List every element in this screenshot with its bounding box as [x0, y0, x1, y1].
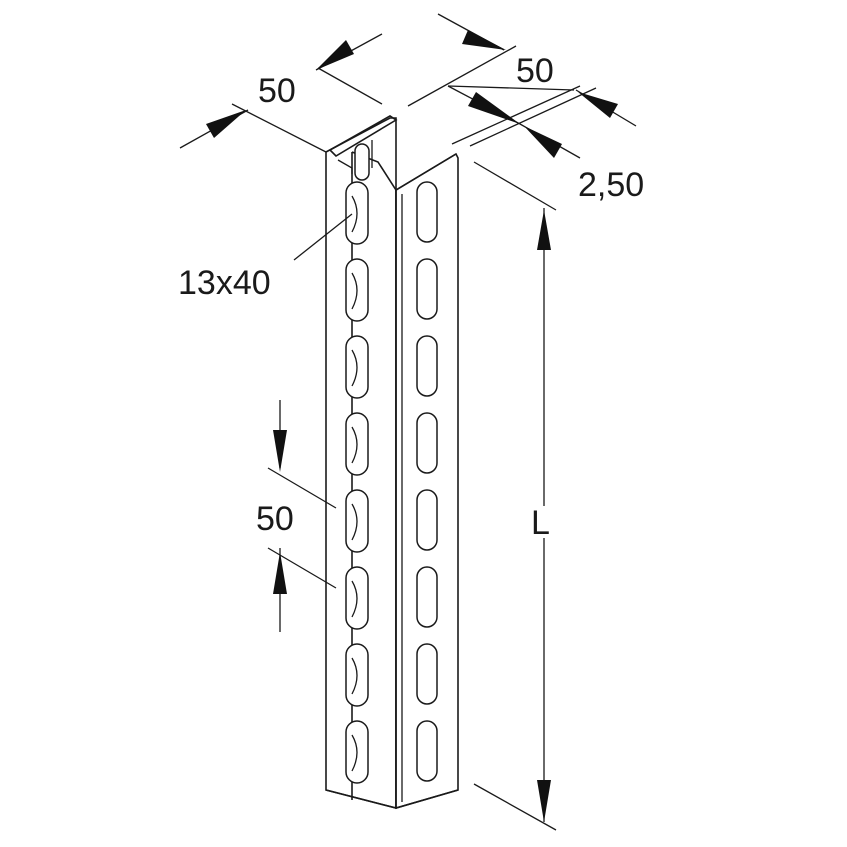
left-flange-lip [328, 115, 398, 158]
dimension-label-width-left: 50 [258, 72, 296, 110]
dimension-length: L [473, 161, 557, 831]
dimension-label-length: L [531, 504, 550, 542]
extension-line [267, 547, 337, 589]
arrow-head [537, 780, 551, 822]
arrow-head [524, 126, 562, 158]
slot [416, 643, 438, 705]
dimension-thickness: 2,50 [447, 85, 644, 204]
dimension-slot-pitch: 50 [256, 400, 337, 632]
arrow-head [273, 430, 287, 472]
dimension-label-thickness: 2,50 [578, 166, 644, 204]
extension-line [469, 87, 597, 147]
left-flange-slots [345, 181, 369, 784]
dimension-label-slot-pitch: 50 [256, 500, 294, 538]
dimension-width-left: 50 [179, 33, 383, 153]
slot [354, 143, 370, 181]
arrow-head [537, 210, 551, 250]
extension-line [473, 783, 557, 831]
extension-line [317, 67, 383, 105]
slot [416, 412, 438, 474]
slot [416, 335, 438, 397]
leader-line [293, 213, 353, 261]
dimension-line [447, 85, 575, 91]
extension-line [231, 103, 327, 153]
slot-edge [351, 349, 358, 387]
slot [416, 489, 438, 551]
right-flange [395, 152, 459, 810]
slot [416, 566, 438, 628]
right-flange-slots [416, 181, 438, 782]
extension-line [407, 45, 517, 107]
profile-top-inner [337, 159, 353, 174]
slot-edge [351, 195, 358, 233]
back-wall-slot [354, 143, 370, 181]
slot-edge [351, 734, 358, 772]
dimension-label-width-right: 50 [516, 52, 554, 90]
extension-line [473, 161, 557, 211]
slot [416, 181, 438, 243]
arrow-head [316, 40, 354, 70]
slot [416, 258, 438, 320]
arrow-head [578, 92, 618, 118]
dimension-label-slot-size: 13x40 [178, 264, 271, 302]
slot-edge [351, 272, 358, 310]
arrow-head [273, 552, 287, 594]
extension-line [267, 467, 337, 509]
arrow-head [468, 92, 520, 124]
dimension-width-right: 50 [407, 13, 575, 107]
arrow-head [462, 30, 506, 50]
slot-edge [351, 580, 358, 618]
dimension-slot-size: 13x40 [178, 213, 353, 302]
slot-edge [351, 657, 358, 695]
slot-edge [351, 426, 358, 464]
slot-edge [351, 503, 358, 541]
arrow-head [206, 110, 246, 138]
extension-line [451, 85, 581, 145]
slot [416, 720, 438, 782]
